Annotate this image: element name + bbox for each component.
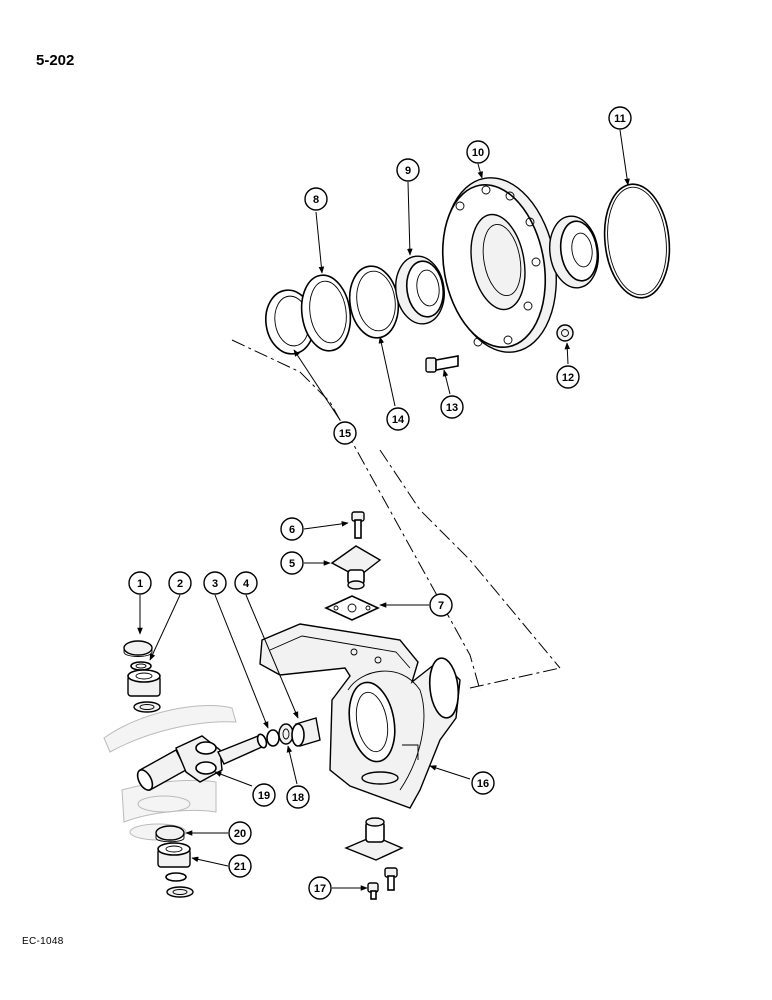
part-11-o-ring (603, 183, 671, 299)
svg-text:8: 8 (313, 194, 319, 206)
svg-text:12: 12 (562, 372, 574, 384)
figure-code: EC-1048 (22, 936, 64, 947)
part-7-shim (324, 595, 380, 621)
part-13-stud (425, 355, 459, 373)
callout-9: 9 (396, 158, 420, 182)
part-12-nut (556, 324, 574, 342)
svg-text:9: 9 (405, 165, 411, 177)
part-14-spacer (348, 265, 400, 339)
svg-text:21: 21 (234, 861, 246, 873)
part-21-bearing (157, 842, 191, 868)
part-19-universal-joint (136, 733, 268, 791)
part-8-cup (300, 274, 352, 352)
callout-18: 18 (286, 785, 310, 809)
callout-1: 1 (128, 571, 152, 595)
svg-text:2: 2 (177, 578, 183, 590)
callout-13: 13 (440, 395, 464, 419)
svg-text:18: 18 (292, 792, 304, 804)
part-17-fitting (367, 867, 398, 900)
part-16-steering-knuckle (259, 623, 461, 809)
part-10-hub (441, 177, 557, 353)
part-20-cap (155, 825, 185, 843)
leader-lines (137, 129, 630, 891)
ghost-axle-housing (103, 705, 237, 841)
callout-7: 7 (429, 593, 453, 617)
svg-text:3: 3 (212, 578, 218, 590)
assembly-centerline-upper (231, 339, 481, 691)
callout-11: 11 (608, 106, 632, 130)
page-code: 5-202 (36, 52, 75, 69)
part-lower-cap (344, 817, 404, 861)
callout-6: 6 (280, 517, 304, 541)
part-10-outer-bearing (549, 215, 599, 289)
callout-16: 16 (471, 771, 495, 795)
part-2-washer (130, 661, 152, 671)
part-upper-seal (133, 701, 161, 713)
svg-text:20: 20 (234, 828, 246, 840)
part-5-cap (330, 545, 382, 590)
callout-14: 14 (386, 407, 410, 431)
part-1-cap (123, 640, 153, 657)
callout-10: 10 (466, 140, 490, 164)
callout-20: 20 (228, 821, 252, 845)
callout-8: 8 (304, 187, 328, 211)
callout-4: 4 (234, 571, 258, 595)
callout-15: 15 (333, 421, 357, 445)
svg-text:10: 10 (472, 147, 484, 159)
svg-text:15: 15 (339, 428, 351, 440)
part-lower-seal (166, 886, 194, 898)
part-upper-needle-bearing (127, 669, 161, 697)
callout-3: 3 (203, 571, 227, 595)
svg-text:11: 11 (614, 113, 626, 125)
assembly-centerline-lower (469, 667, 561, 689)
svg-text:6: 6 (289, 524, 295, 536)
svg-text:13: 13 (446, 402, 458, 414)
callout-2: 2 (168, 571, 192, 595)
part-9-bearing (395, 255, 445, 325)
part-lower-washer (165, 872, 187, 882)
svg-text:7: 7 (438, 600, 444, 612)
svg-text:4: 4 (243, 578, 250, 590)
callout-17: 17 (308, 876, 332, 900)
callout-19: 19 (252, 783, 276, 807)
assembly-centerline-kingpin (379, 449, 561, 669)
svg-text:19: 19 (258, 790, 270, 802)
svg-text:16: 16 (477, 778, 489, 790)
svg-text:14: 14 (392, 414, 405, 426)
svg-text:17: 17 (314, 883, 326, 895)
callout-5: 5 (280, 551, 304, 575)
part-6-bolt (351, 511, 365, 539)
callout-21: 21 (228, 854, 252, 878)
svg-text:5: 5 (289, 558, 295, 570)
part-4-bushing (291, 717, 321, 747)
part-18-seal (266, 723, 294, 747)
callout-12: 12 (556, 365, 580, 389)
svg-text:1: 1 (137, 578, 143, 590)
